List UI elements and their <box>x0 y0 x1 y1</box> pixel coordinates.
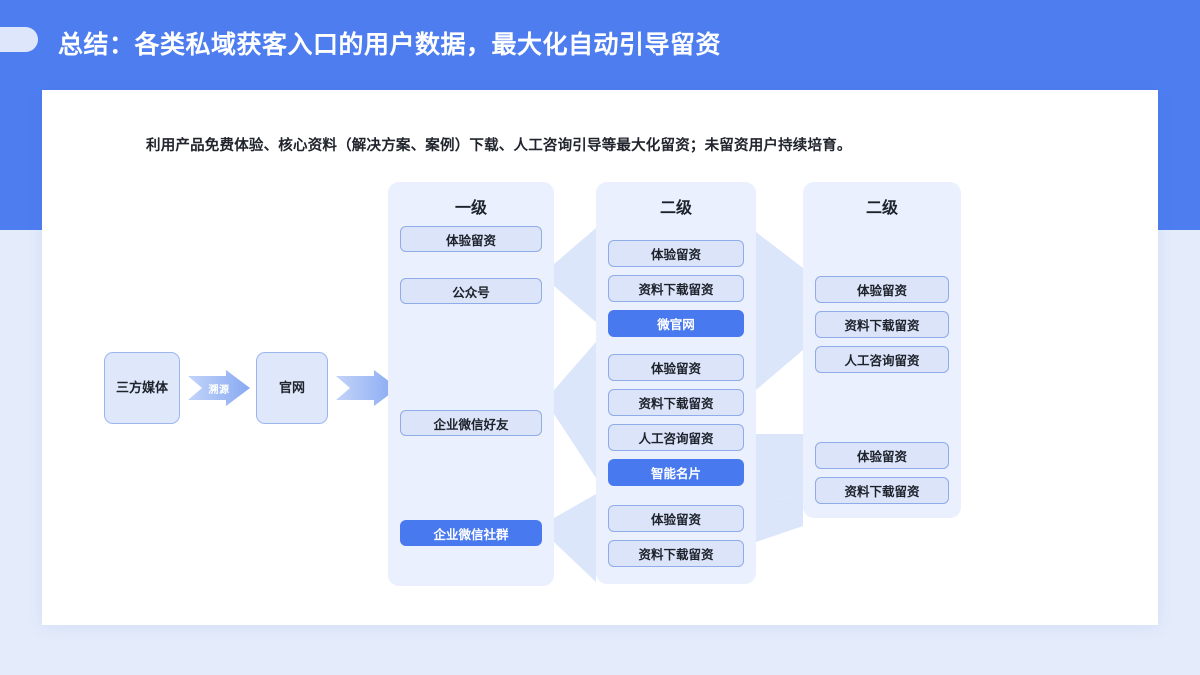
node-chip-label: 体验留资 <box>445 233 496 248</box>
source-box-media[interactable]: 三方 媒体 <box>104 352 180 424</box>
column-panel-level2-b: 二级 体验留资资料下载留资人工咨询留资体验留资资料下载留资 <box>803 182 961 518</box>
node-chip-label: 资料下载留资 <box>844 485 920 499</box>
node-chip-label: 体验留资 <box>856 450 907 464</box>
node-chip-label: 人工咨询留资 <box>638 432 714 446</box>
node-chip[interactable]: 体验留资 <box>608 354 744 381</box>
node-chip[interactable]: 资料下载留资 <box>815 311 949 338</box>
node-chip[interactable]: 体验留资 <box>815 442 949 469</box>
column-title-level2-b: 二级 <box>865 200 898 217</box>
node-chip-label: 体验留资 <box>650 513 701 527</box>
source-box-official-site-label: 官网 <box>278 379 305 395</box>
node-chip[interactable]: 企业微信好友 <box>400 410 542 436</box>
node-chip[interactable]: 体验留资 <box>608 240 744 267</box>
node-chip[interactable]: 体验留资 <box>815 276 949 303</box>
node-chip-label: 人工咨询留资 <box>844 354 920 368</box>
node-chip[interactable]: 人工咨询留资 <box>815 346 949 373</box>
source-box-media-line2: 媒体 <box>142 379 169 395</box>
column-panel-level2-a: 二级 体验留资资料下载留资微官网体验留资资料下载留资人工咨询留资智能名片体验留资… <box>596 182 756 584</box>
node-chip[interactable]: 资料下载留资 <box>608 275 744 302</box>
column-panel-level1: 一级 体验留资公众号企业微信好友企业微信社群 <box>388 182 554 586</box>
node-chip-label: 体验留资 <box>650 248 701 262</box>
card-subtitle: 利用产品免费体验、核心资料（解决方案、案例）下载、人工咨询引导等最大化留资；未留… <box>146 138 852 154</box>
pill-marker-icon <box>0 27 38 52</box>
node-chip-label: 企业微信社群 <box>433 527 509 542</box>
node-chip[interactable]: 智能名片 <box>608 459 744 486</box>
column-title-level2-a: 二级 <box>659 200 692 217</box>
node-chip[interactable]: 微官网 <box>608 310 744 337</box>
node-chip-label: 企业微信好友 <box>433 417 509 432</box>
node-chip[interactable]: 企业微信社群 <box>400 520 542 546</box>
node-chip-label: 资料下载留资 <box>844 319 920 333</box>
node-chip-label: 资料下载留资 <box>638 548 714 562</box>
node-chip-label: 资料下载留资 <box>638 397 714 411</box>
node-chip-label: 微官网 <box>657 318 695 332</box>
diagram-stage: 三方 媒体 溯源 官网 <box>42 90 1158 625</box>
arrow-to-level1 <box>336 368 398 408</box>
node-chip[interactable]: 体验留资 <box>608 505 744 532</box>
node-chip[interactable]: 人工咨询留资 <box>608 424 744 451</box>
arrow-traceability: 溯源 <box>188 368 250 408</box>
node-chip[interactable]: 体验留资 <box>400 226 542 252</box>
page-title: 总结：各类私域获客入口的用户数据，最大化自动引导留资 <box>58 31 722 59</box>
node-chip[interactable]: 资料下载留资 <box>608 540 744 567</box>
content-card: 利用产品免费体验、核心资料（解决方案、案例）下载、人工咨询引导等最大化留资；未留… <box>42 90 1158 625</box>
node-chip-label: 体验留资 <box>856 284 907 298</box>
node-chip-label: 智能名片 <box>650 467 701 481</box>
node-chip[interactable]: 资料下载留资 <box>815 477 949 504</box>
node-chip-label: 公众号 <box>452 285 490 300</box>
source-box-media-line1: 三方 <box>115 379 142 395</box>
node-chip[interactable]: 公众号 <box>400 278 542 304</box>
column-title-level1: 一级 <box>454 200 487 217</box>
node-chip[interactable]: 资料下载留资 <box>608 389 744 416</box>
node-chip-label: 体验留资 <box>650 362 701 376</box>
source-box-official-site[interactable]: 官网 <box>256 352 328 424</box>
node-chip-label: 资料下载留资 <box>638 283 714 297</box>
arrow-traceability-label: 溯源 <box>208 384 230 396</box>
slide-header: 总结：各类私域获客入口的用户数据，最大化自动引导留资 <box>0 0 1200 90</box>
